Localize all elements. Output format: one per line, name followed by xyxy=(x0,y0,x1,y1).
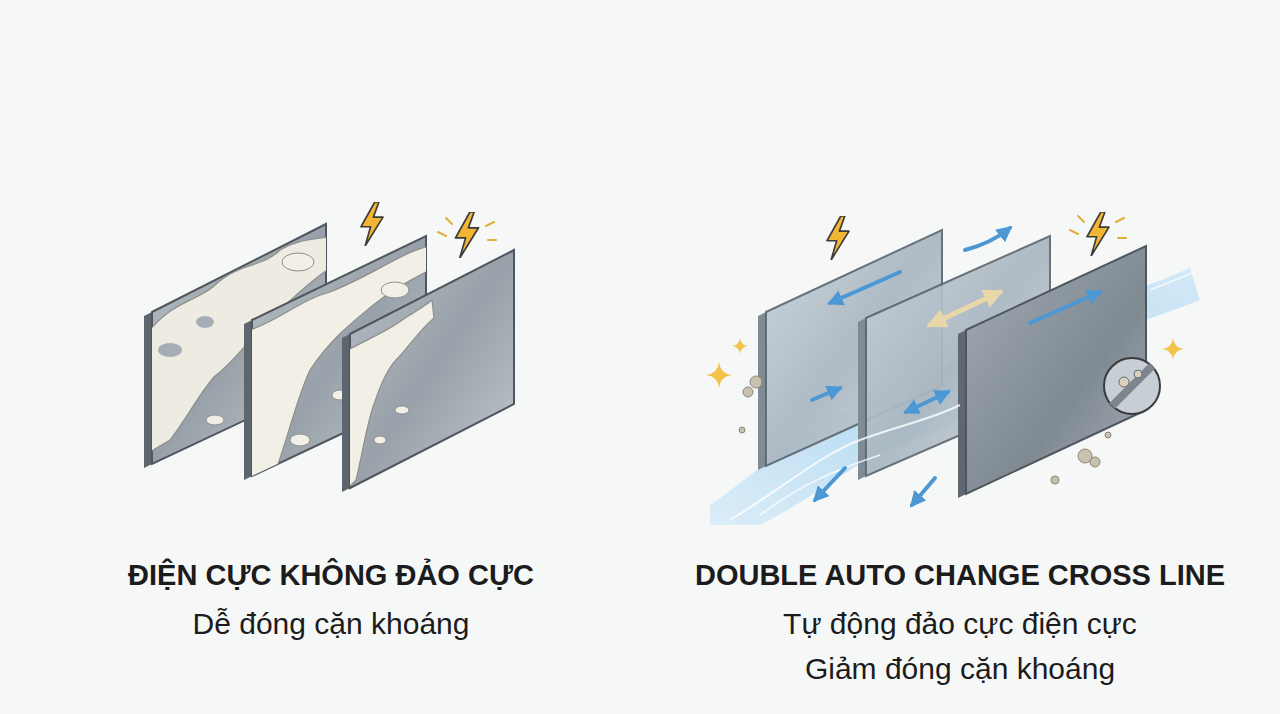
drawing-part xyxy=(1030,292,1100,323)
drawing-part xyxy=(1051,476,1059,484)
drawing-part xyxy=(1090,457,1100,467)
flow-line xyxy=(730,405,960,520)
magnifier xyxy=(1104,358,1160,414)
drawing-part xyxy=(395,406,409,414)
lightning-icon xyxy=(827,216,849,260)
plate-edge xyxy=(858,318,866,480)
drawing-part xyxy=(1070,230,1078,234)
drawing-part xyxy=(1105,432,1111,438)
lightning-icon xyxy=(361,202,383,246)
plate-edge xyxy=(342,334,350,492)
drawing-part xyxy=(1116,218,1124,222)
drawing-part xyxy=(812,388,840,400)
clean-plates xyxy=(706,212,1200,525)
spark-lines xyxy=(1070,216,1126,238)
flow-line xyxy=(760,455,880,515)
drawing-part xyxy=(739,427,745,433)
drawing-part xyxy=(1104,358,1160,414)
drawing-part xyxy=(830,272,900,303)
drawing-part xyxy=(1078,216,1084,222)
mineral-scale xyxy=(348,300,434,488)
plate-edge xyxy=(958,330,966,498)
drawing-part xyxy=(446,218,452,224)
drawing-part xyxy=(912,478,935,505)
plate-edge xyxy=(244,320,252,480)
drawing-part xyxy=(381,282,409,298)
drawing-part xyxy=(1119,377,1129,387)
drawing-part xyxy=(815,468,845,500)
sparkle-icon xyxy=(706,362,732,388)
sparkle-icon xyxy=(1162,338,1184,360)
drawing-part xyxy=(750,376,762,388)
flow-arrows xyxy=(812,228,1100,505)
lightning-icon xyxy=(1087,212,1109,256)
drawing-part xyxy=(488,239,496,241)
drawing-part xyxy=(158,343,182,357)
spark-lines xyxy=(438,218,496,240)
drawing-part xyxy=(374,436,386,444)
panel-caption: Tự động đảo cực điện cực xyxy=(783,606,1137,642)
plate-edge xyxy=(144,312,152,468)
drawing-part xyxy=(438,232,446,236)
loose-scale xyxy=(739,376,1111,484)
panel-caption: Giảm đóng cặn khoáng xyxy=(805,651,1115,687)
drawing-part xyxy=(1112,366,1152,406)
panel-title: DOUBLE AUTO CHANGE CROSS LINE xyxy=(695,557,1225,593)
panel-caption: Dễ đóng cặn khoáng xyxy=(193,606,470,642)
drawing-part xyxy=(486,222,494,226)
drawing-part xyxy=(906,392,948,412)
sparkle-icon xyxy=(732,338,748,354)
drawing-part xyxy=(290,434,310,446)
flow-line xyxy=(1150,272,1195,290)
lightning-icon xyxy=(456,212,479,258)
drawing-part xyxy=(1134,370,1142,378)
drawing-part xyxy=(206,415,224,425)
scaled-plates xyxy=(144,202,514,492)
drawing-part xyxy=(743,387,753,397)
drawing-part xyxy=(196,316,214,328)
drawing-part xyxy=(965,228,1010,250)
panel-title: ĐIỆN CỰC KHÔNG ĐẢO CỰC xyxy=(128,557,534,593)
plate-edge xyxy=(758,312,766,470)
polarity-arrow xyxy=(930,292,1000,325)
drawing-part xyxy=(282,253,314,271)
drawing-part xyxy=(1118,237,1126,239)
drawing-part xyxy=(348,300,434,488)
